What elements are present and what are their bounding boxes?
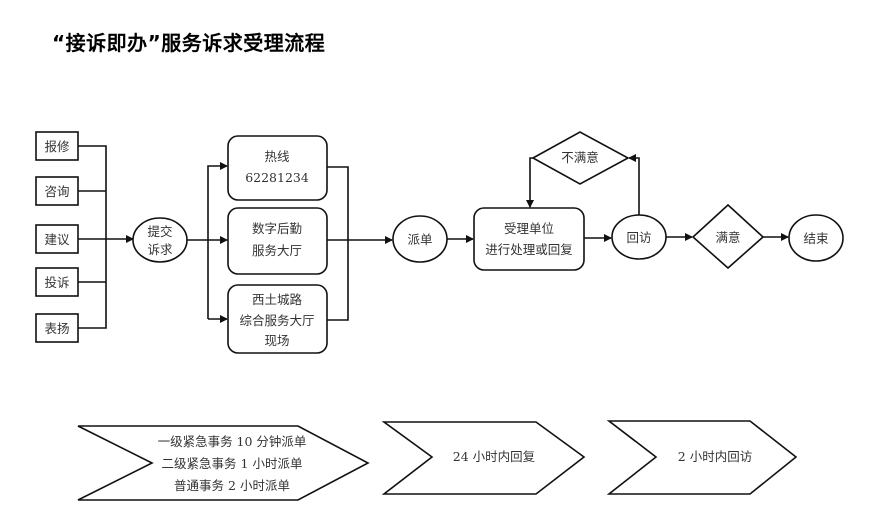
source-box-praise: 表扬 bbox=[35, 313, 79, 343]
revisit-label: 回访 bbox=[626, 230, 651, 245]
submit-label-line1: 提交 bbox=[147, 224, 172, 239]
handling-unit-node: 受理单位 进行处理或回复 bbox=[473, 207, 585, 271]
channel-hotline: 热线 62281234 bbox=[227, 135, 328, 201]
channel-label: 服务大厅 bbox=[252, 243, 302, 258]
source-label: 表扬 bbox=[44, 321, 69, 336]
channel-label: 西土城路 bbox=[252, 292, 303, 307]
revisit-node: 回访 bbox=[611, 214, 667, 260]
handling-label-line1: 受理单位 bbox=[504, 221, 554, 236]
timeline-label: 二级紧急事务 1 小时派单 bbox=[162, 456, 303, 471]
satisfied-decision: 满意 bbox=[691, 203, 765, 270]
source-connectors bbox=[78, 145, 134, 329]
timeline-dispatch-chevron: 一级紧急事务 10 分钟派单 二级紧急事务 1 小时派单 普通事务 2 小时派单 bbox=[77, 425, 370, 501]
source-label: 报修 bbox=[44, 139, 70, 154]
source-label: 咨询 bbox=[44, 184, 69, 199]
timeline-revisit-chevron: 2 小时内回访 bbox=[606, 420, 798, 495]
source-box-suggestion: 建议 bbox=[35, 224, 79, 254]
submit-request-node: 提交 诉求 bbox=[132, 217, 188, 263]
unsatisfied-label: 不满意 bbox=[561, 150, 599, 165]
channel-label: 现场 bbox=[264, 333, 289, 348]
handling-label-line2: 进行处理或回复 bbox=[485, 242, 573, 257]
source-label: 投诉 bbox=[44, 275, 69, 290]
channel-digital-hall: 数字后勤 服务大厅 bbox=[227, 207, 328, 275]
channel-merge-connectors bbox=[327, 166, 393, 321]
unsatisfied-loop: 不满意 bbox=[526, 131, 640, 215]
channel-label: 62281234 bbox=[245, 170, 309, 185]
dispatch-node: 派单 bbox=[392, 215, 448, 263]
satisfied-label: 满意 bbox=[715, 230, 740, 245]
timeline-reply-chevron: 24 小时内回复 bbox=[381, 421, 586, 495]
channel-label: 综合服务大厅 bbox=[239, 313, 314, 328]
page-title: “接诉即办”服务诉求受理流程 bbox=[52, 31, 326, 55]
timeline-label: 一级紧急事务 10 分钟派单 bbox=[158, 434, 307, 449]
end-node: 结束 bbox=[788, 214, 844, 262]
channel-fanout-connectors bbox=[187, 162, 228, 323]
source-box-repair: 报修 bbox=[35, 131, 79, 161]
source-label: 建议 bbox=[44, 232, 70, 247]
submit-label-line2: 诉求 bbox=[147, 242, 173, 257]
dispatch-label: 派单 bbox=[407, 232, 432, 247]
channel-label: 数字后勤 bbox=[252, 221, 302, 236]
channel-label: 热线 bbox=[264, 149, 290, 164]
unsatisfied-decision bbox=[531, 131, 630, 185]
timeline-label: 2 小时内回访 bbox=[678, 449, 752, 464]
timeline-label: 24 小时内回复 bbox=[453, 449, 536, 464]
end-label: 结束 bbox=[803, 231, 829, 246]
channel-onsite-hall: 西土城路 综合服务大厅 现场 bbox=[227, 284, 328, 354]
source-box-inquiry: 咨询 bbox=[35, 176, 79, 206]
source-box-complaint: 投诉 bbox=[35, 267, 79, 297]
timeline-label: 普通事务 2 小时派单 bbox=[174, 478, 290, 493]
